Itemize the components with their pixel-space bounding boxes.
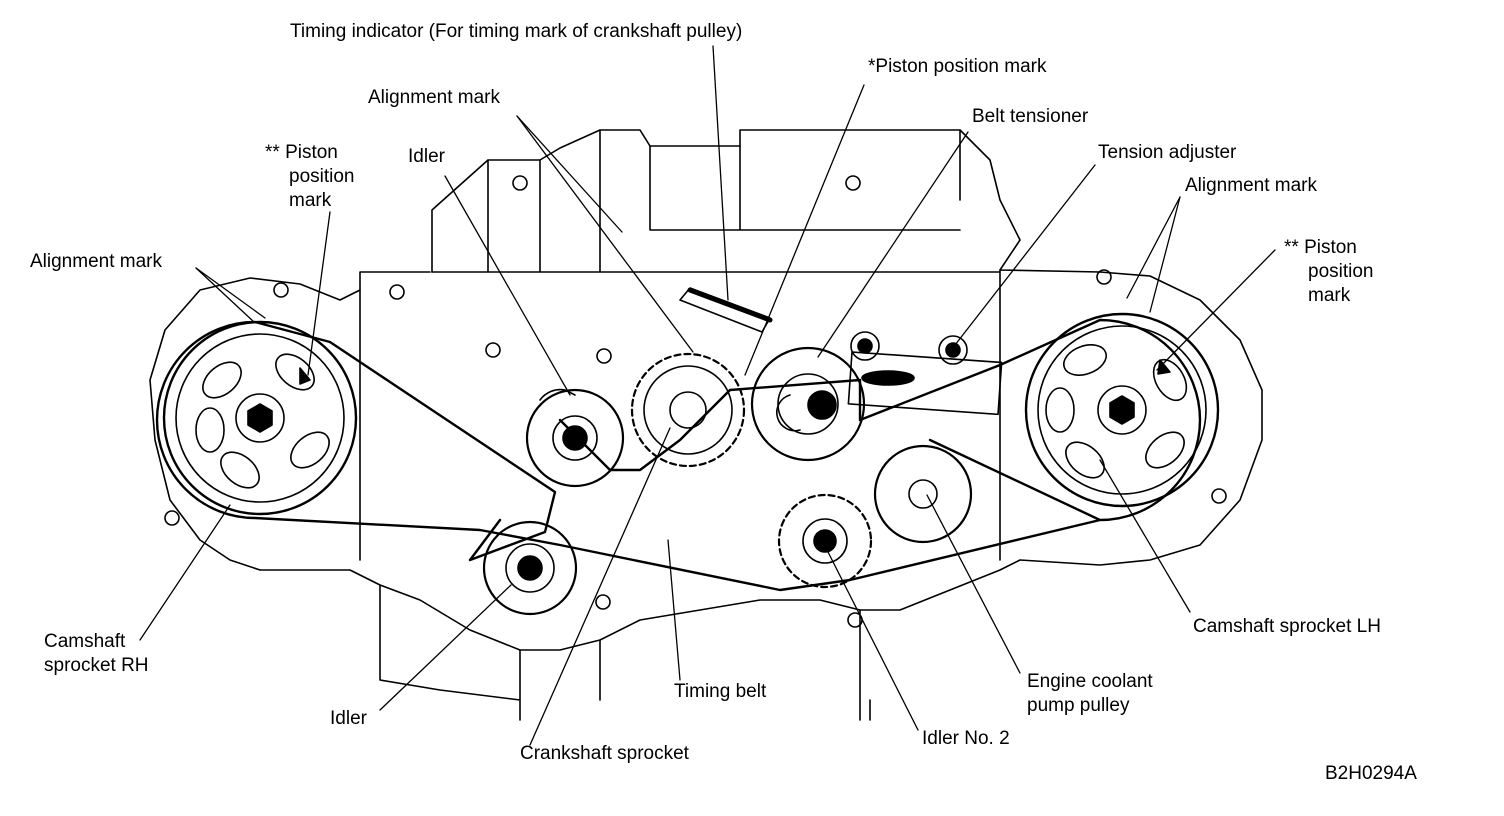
belt-tensioner [750, 346, 866, 462]
camshaft-sprocket-lh [1024, 312, 1220, 508]
tension-adjuster [847, 331, 1003, 416]
label-piston-position-mark-right: ** Piston position mark [1284, 236, 1374, 308]
label-line: Camshaft [44, 631, 126, 652]
label-piston-position-mark-left: ** Piston position mark [265, 141, 355, 213]
label-camshaft-sprocket-rh: Camshaft sprocket RH [44, 630, 149, 678]
label-belt-tensioner: Belt tensioner [972, 106, 1089, 127]
label-tension-adjuster: Tension adjuster [1098, 142, 1237, 163]
label-line: position [289, 166, 355, 187]
label-alignment-mark-left: Alignment mark [30, 251, 162, 272]
label-line: ** Piston [1284, 237, 1357, 258]
leader-lines [139, 45, 1276, 746]
crankshaft-sprocket [630, 352, 746, 468]
idler-no-2 [777, 493, 873, 589]
label-line: ** Piston [265, 142, 338, 163]
camshaft-sprocket-rh [162, 320, 358, 516]
label-line: mark [1308, 285, 1351, 306]
timing-belt [155, 318, 1202, 592]
label-crankshaft-sprocket: Crankshaft sprocket [520, 743, 689, 764]
label-alignment-mark-right: Alignment mark [1185, 175, 1317, 196]
idler-lower [482, 520, 578, 616]
label-idler-bottom: Idler [330, 708, 367, 729]
figure-code: B2H0294A [1325, 763, 1417, 784]
label-alignment-mark-center: Alignment mark [368, 87, 500, 108]
label-line: pump pulley [1027, 695, 1130, 716]
label-line: sprocket RH [44, 655, 149, 676]
label-timing-belt: Timing belt [674, 681, 767, 702]
label-engine-coolant-pump-pulley: Engine coolant pump pulley [1027, 670, 1153, 718]
label-idler-top: Idler [408, 146, 445, 167]
label-line: mark [289, 190, 332, 211]
label-piston-position-mark-top: *Piston position mark [868, 56, 1047, 77]
lower-cover-outline [379, 584, 871, 721]
label-line: position [1308, 261, 1374, 282]
label-line: Engine coolant [1027, 671, 1153, 692]
label-idler-no-2: Idler No. 2 [922, 728, 1010, 749]
label-timing-indicator: Timing indicator (For timing mark of cra… [290, 21, 743, 42]
block-bolt-holes [164, 175, 1227, 628]
timing-indicator-scale [679, 287, 773, 333]
engine-coolant-pump-pulley [873, 444, 973, 544]
label-camshaft-sprocket-lh: Camshaft sprocket LH [1193, 616, 1381, 637]
idler-upper [525, 388, 625, 488]
engine-block-inner [359, 129, 1001, 561]
